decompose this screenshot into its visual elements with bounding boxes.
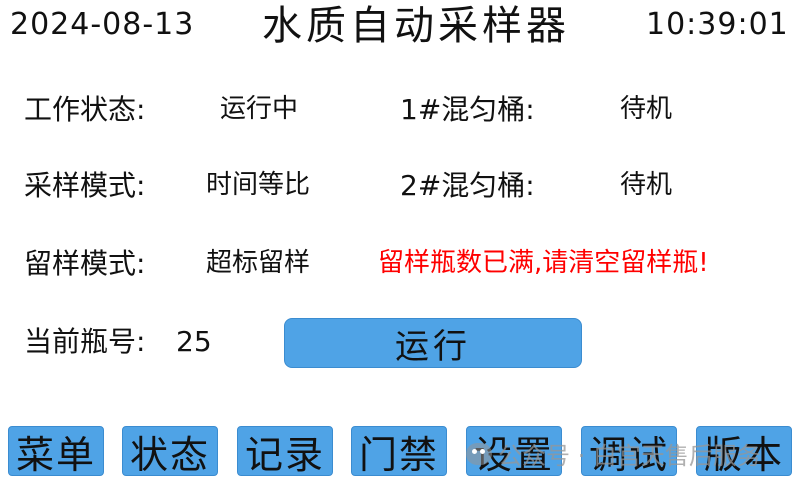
retain-mode-value: 超标留样: [206, 248, 311, 278]
sampling-mode-label: 采样模式:: [24, 169, 146, 202]
nav-status-button[interactable]: 状态: [122, 426, 218, 477]
mixer1-status: 待机: [620, 94, 673, 124]
bottle-number-value: 25: [176, 325, 212, 358]
sampling-mode-value: 时间等比: [206, 170, 311, 200]
run-button[interactable]: 运行: [284, 318, 582, 368]
mixer1-label: 1#混匀桶:: [400, 93, 535, 126]
mixer2-label: 2#混匀桶:: [400, 169, 535, 202]
warning-message: 留样瓶数已满,请清空留样瓶!: [378, 248, 709, 278]
date-display: 2024-08-13: [10, 7, 195, 42]
nav-menu-button[interactable]: 菜单: [8, 426, 104, 477]
bottle-number-label: 当前瓶号:: [24, 325, 146, 358]
nav-access-button[interactable]: 门禁: [351, 426, 447, 477]
nav-version-button[interactable]: 版本: [696, 426, 792, 477]
work-state-label: 工作状态:: [24, 93, 146, 126]
nav-debug-button[interactable]: 调试: [581, 426, 677, 477]
nav-settings-button[interactable]: 设置: [466, 426, 562, 477]
mixer2-status: 待机: [620, 170, 673, 200]
nav-records-button[interactable]: 记录: [237, 426, 333, 477]
page-title: 水质自动采样器: [262, 3, 570, 49]
work-state-value: 运行中: [220, 94, 299, 124]
time-display: 10:39:01: [646, 7, 789, 42]
retain-mode-label: 留样模式:: [24, 247, 146, 280]
